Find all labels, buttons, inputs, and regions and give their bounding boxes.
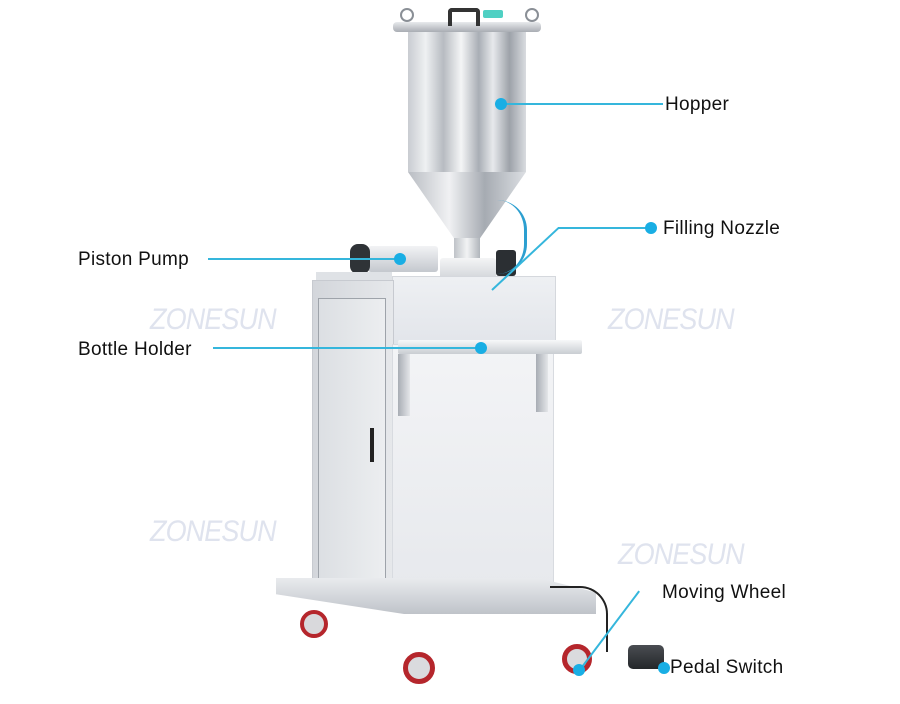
hopper-lid: [393, 22, 541, 32]
cabinet-door: [318, 298, 386, 585]
anchor-dot: [495, 98, 507, 110]
cabinet-top-front: [392, 276, 556, 346]
bottle-holder-shelf: [398, 340, 582, 354]
label-piston-pump: Piston Pump: [78, 249, 190, 270]
watermark: ZONESUN: [150, 515, 277, 548]
air-hose: [494, 200, 527, 274]
leader-line: [213, 347, 481, 349]
cabinet-front: [392, 344, 554, 586]
anchor-dot: [573, 664, 585, 676]
anchor-dot: [394, 253, 406, 265]
label-pedal-switch: Pedal Switch: [670, 657, 784, 678]
lid-valve: [483, 10, 503, 18]
label-bottle-holder: Bottle Holder: [78, 339, 192, 360]
leader-line: [208, 258, 400, 260]
label-moving-wheel: Moving Wheel: [662, 582, 786, 603]
door-handle: [370, 428, 374, 462]
label-filling-nozzle: Filling Nozzle: [663, 218, 781, 239]
shelf-bracket-left: [398, 354, 410, 416]
watermark: ZONESUN: [608, 303, 735, 336]
label-hopper: Hopper: [665, 94, 730, 115]
anchor-dot: [658, 662, 670, 674]
anchor-dot: [475, 342, 487, 354]
shelf-bracket-right: [536, 354, 548, 412]
lid-ring-left: [400, 8, 414, 22]
machine-base: [276, 578, 596, 614]
pedal-cable: [550, 586, 608, 652]
wheel-front-left: [403, 652, 435, 684]
hopper-body: [408, 32, 526, 172]
leader-line: [501, 103, 663, 105]
lid-handle: [448, 8, 480, 26]
anchor-dot: [645, 222, 657, 234]
lid-ring-right: [525, 8, 539, 22]
leader-line: [558, 227, 650, 229]
watermark: ZONESUN: [150, 303, 277, 336]
watermark: ZONESUN: [618, 538, 745, 571]
wheel-back-left: [300, 610, 328, 638]
